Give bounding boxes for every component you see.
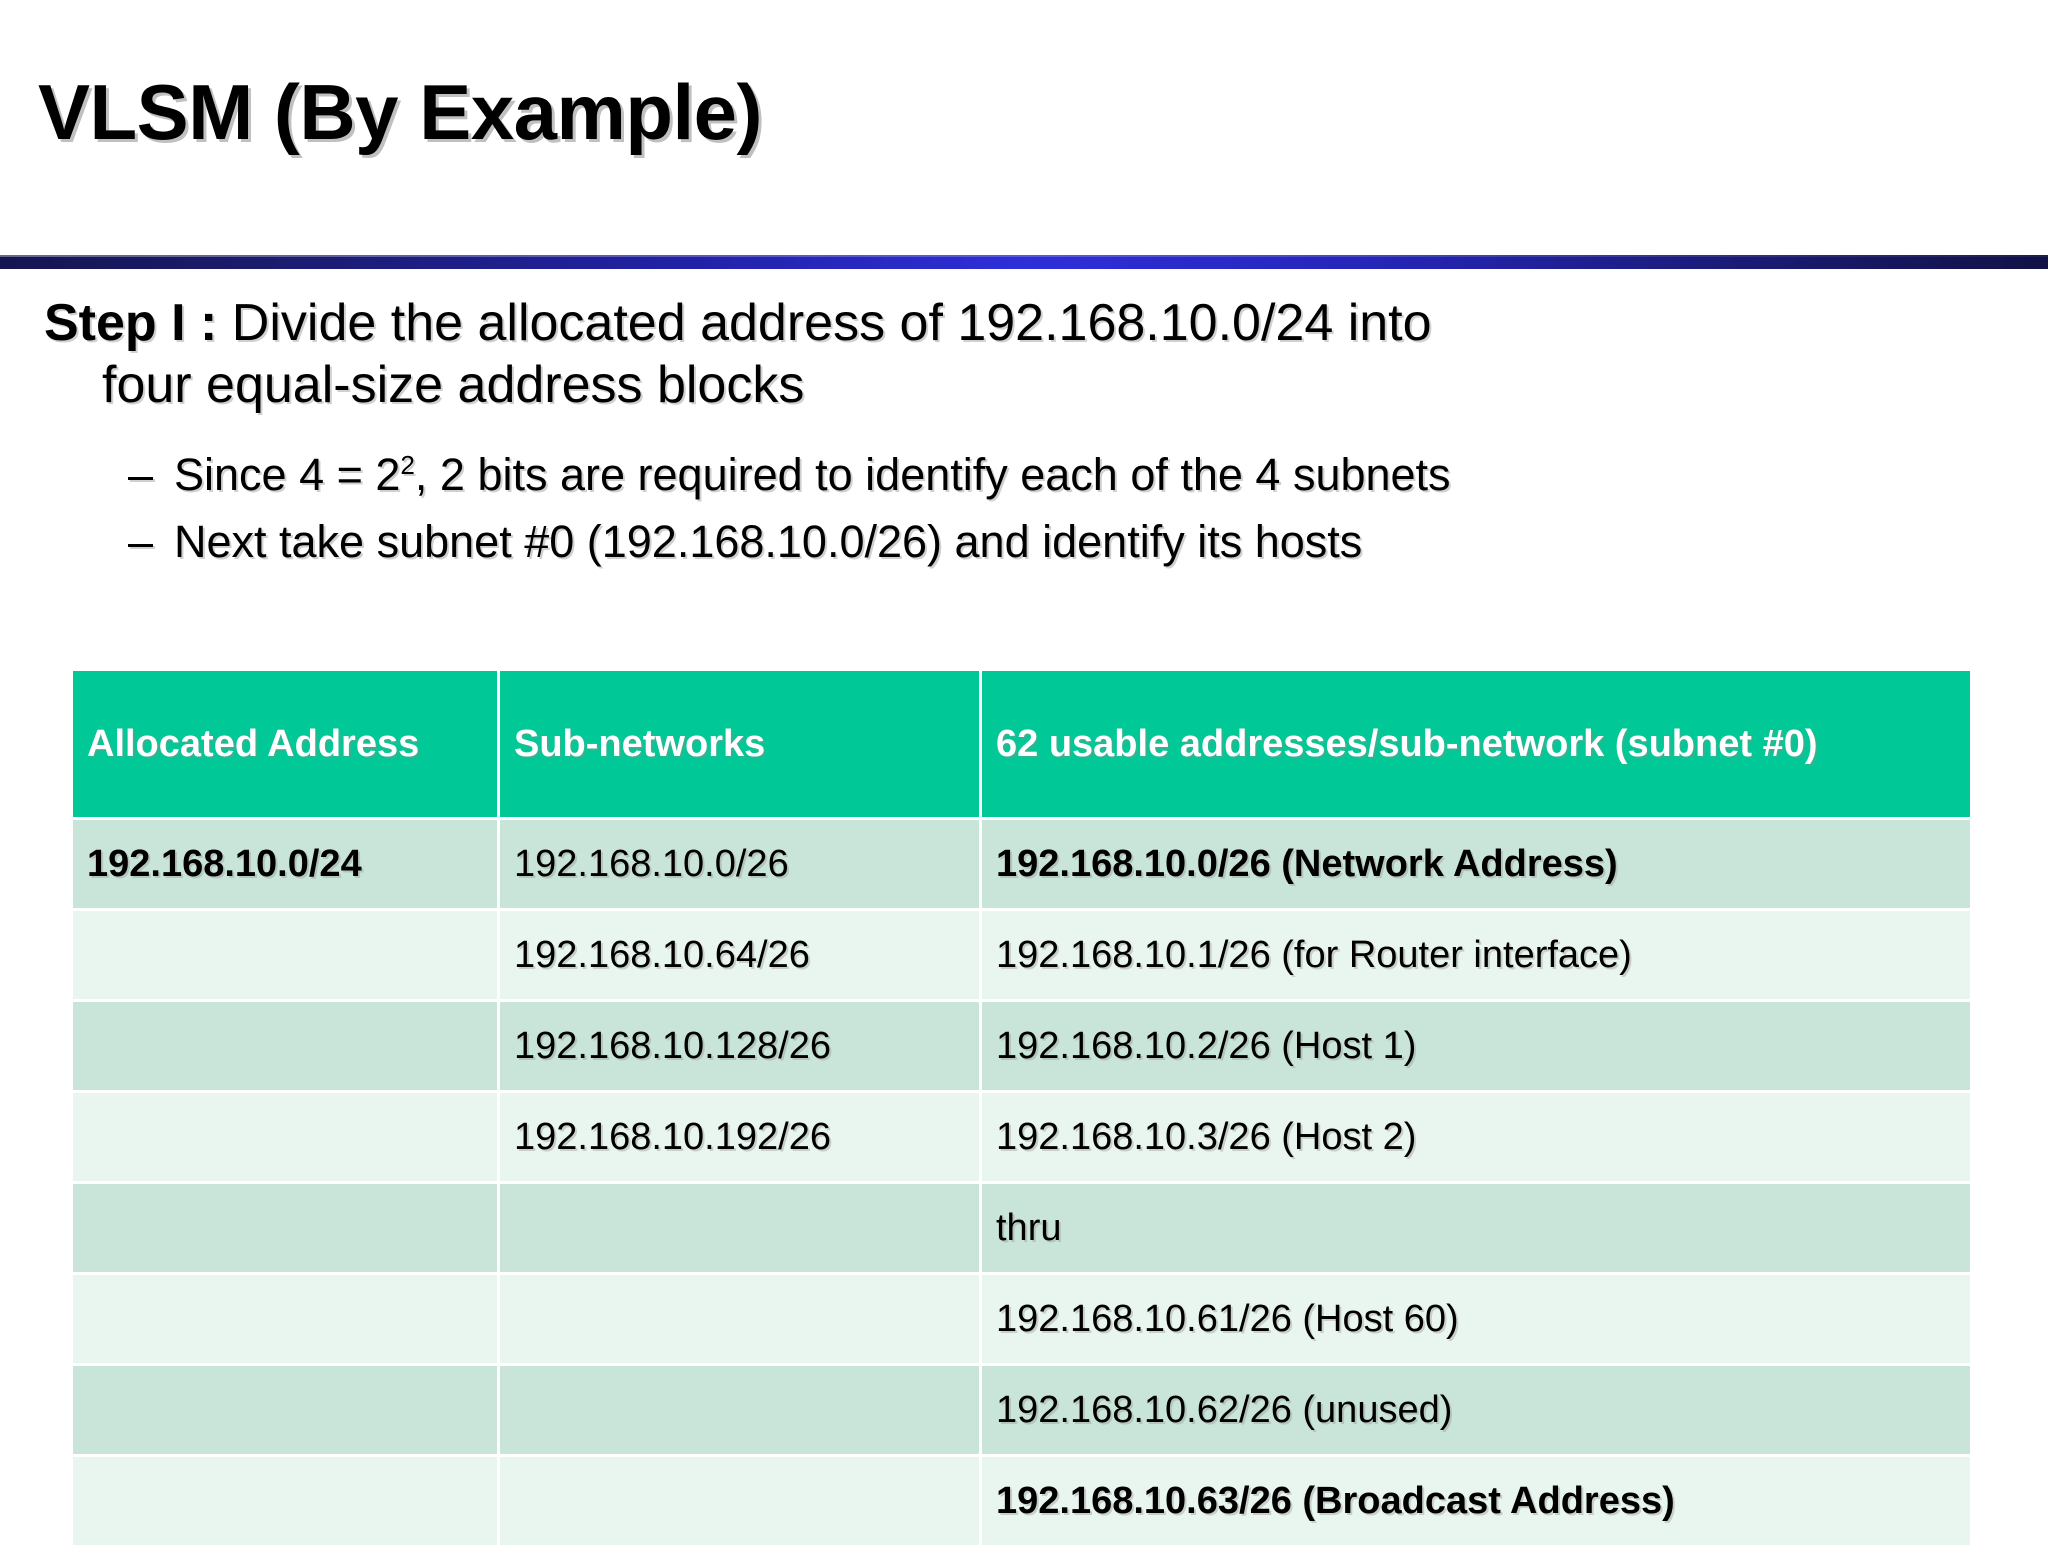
table-row: 192.168.10.61/26 (Host 60) — [73, 1275, 1970, 1363]
bullet-dash-icon: – — [128, 448, 154, 500]
cell-usable-address: 192.168.10.1/26 (for Router interface) — [982, 911, 1970, 999]
step-paragraph: Step I : Divide the allocated address of… — [44, 292, 2024, 417]
cell-sub-network: 192.168.10.128/26 — [500, 1002, 979, 1090]
bullet-text-pre: Since 4 = 2 — [174, 448, 401, 500]
cell-sub-network: 192.168.10.192/26 — [500, 1093, 979, 1181]
table-row: 192.168.10.63/26 (Broadcast Address) — [73, 1457, 1970, 1545]
cell-allocated-address: 192.168.10.0/24 — [73, 820, 497, 908]
bullet-list: – Since 4 = 22, 2 bits are required to i… — [44, 441, 2024, 576]
bullet-text-post: , 2 bits are required to identify each o… — [414, 448, 1451, 500]
cell-sub-network: 192.168.10.0/26 — [500, 820, 979, 908]
cell-allocated-address — [73, 911, 497, 999]
cell-allocated-address — [73, 1275, 497, 1363]
table-body: 192.168.10.0/24 192.168.10.0/26 192.168.… — [73, 820, 1970, 1545]
cell-sub-network — [500, 1457, 979, 1545]
step-text-continuation: four equal-size address blocks — [102, 356, 805, 415]
cell-usable-address: 192.168.10.63/26 (Broadcast Address) — [982, 1457, 1970, 1545]
cell-usable-address: 192.168.10.61/26 (Host 60) — [982, 1275, 1970, 1363]
table-header-row: Allocated Address Sub-networks 62 usable… — [73, 671, 1970, 817]
cell-sub-network — [500, 1184, 979, 1272]
table-row: 192.168.10.192/26 192.168.10.3/26 (Host … — [73, 1093, 1970, 1181]
column-header-allocated-address: Allocated Address — [73, 671, 497, 817]
cell-allocated-address — [73, 1002, 497, 1090]
step-label: Step I : — [44, 294, 232, 352]
cell-allocated-address — [73, 1184, 497, 1272]
bullet-text-pre: Next take subnet #0 (192.168.10.0/26) an… — [174, 516, 1363, 568]
bullet-dash-icon: – — [128, 516, 154, 568]
table-row: 192.168.10.128/26 192.168.10.2/26 (Host … — [73, 1002, 1970, 1090]
column-header-sub-networks: Sub-networks — [500, 671, 979, 817]
cell-allocated-address — [73, 1366, 497, 1454]
vlsm-subnet-table: Allocated Address Sub-networks 62 usable… — [70, 668, 1973, 1548]
title-divider-bar — [0, 255, 2048, 269]
cell-usable-address: 192.168.10.62/26 (unused) — [982, 1366, 1970, 1454]
cell-allocated-address — [73, 1457, 497, 1545]
cell-sub-network: 192.168.10.64/26 — [500, 911, 979, 999]
bullet-text: Next take subnet #0 (192.168.10.0/26) an… — [174, 508, 1362, 576]
list-item: – Next take subnet #0 (192.168.10.0/26) … — [128, 508, 2024, 576]
bullet-text: Since 4 = 22, 2 bits are required to ide… — [174, 441, 1451, 509]
slide-body: Step I : Divide the allocated address of… — [44, 292, 2024, 576]
cell-sub-network — [500, 1366, 979, 1454]
page-title: VLSM (By Example) — [38, 68, 763, 156]
table-row: 192.168.10.64/26 192.168.10.1/26 (for Ro… — [73, 911, 1970, 999]
cell-usable-address: 192.168.10.2/26 (Host 1) — [982, 1002, 1970, 1090]
cell-allocated-address — [73, 1093, 497, 1181]
bullet-exponent: 2 — [400, 449, 415, 480]
table-header: Allocated Address Sub-networks 62 usable… — [73, 671, 1970, 817]
table-row: thru — [73, 1184, 1970, 1272]
step-text: Divide the allocated address of 192.168.… — [231, 294, 1432, 352]
table-row: 192.168.10.62/26 (unused) — [73, 1366, 1970, 1454]
cell-usable-address: 192.168.10.3/26 (Host 2) — [982, 1093, 1970, 1181]
cell-usable-address: 192.168.10.0/26 (Network Address) — [982, 820, 1970, 908]
cell-sub-network — [500, 1275, 979, 1363]
cell-usable-address: thru — [982, 1184, 1970, 1272]
column-header-usable-addresses: 62 usable addresses/sub-network (subnet … — [982, 671, 1970, 817]
title-divider-highlight — [0, 255, 2048, 257]
list-item: – Since 4 = 22, 2 bits are required to i… — [128, 441, 2024, 509]
table-row: 192.168.10.0/24 192.168.10.0/26 192.168.… — [73, 820, 1970, 908]
